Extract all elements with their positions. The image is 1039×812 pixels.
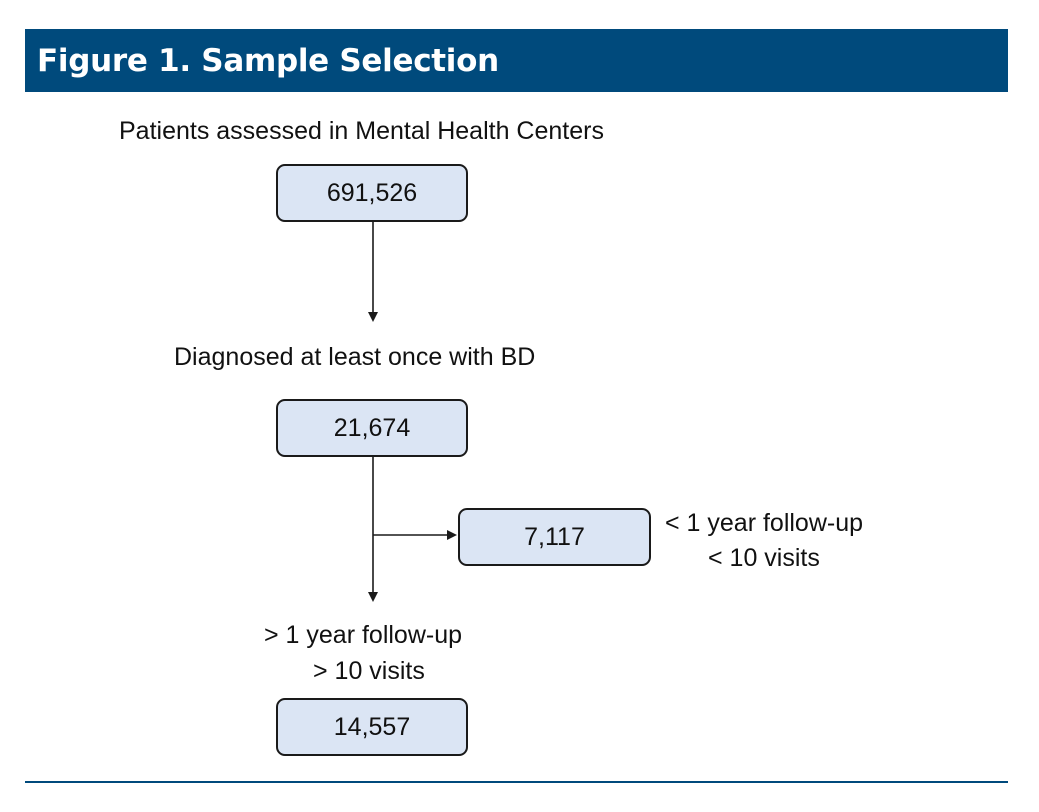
arrowhead-right-excluded xyxy=(447,530,457,540)
step1-label: Patients assessed in Mental Health Cente… xyxy=(119,117,604,145)
excluded-criteria-followup: < 1 year follow-up xyxy=(665,509,864,537)
arrowhead-down-step2 xyxy=(368,312,378,322)
bottom-divider xyxy=(25,781,1008,783)
excluded-count: 7,117 xyxy=(524,522,585,551)
step2-count-box: 21,674 xyxy=(276,399,468,457)
excluded-count-box: 7,117 xyxy=(458,508,651,566)
excluded-criteria-visits: < 10 visits xyxy=(708,544,820,572)
step1-count-box: 691,526 xyxy=(276,164,468,222)
step2-label: Diagnosed at least once with BD xyxy=(174,343,536,371)
figure-title-bar: Figure 1. Sample Selection xyxy=(25,29,1008,92)
step3-criteria-followup: > 1 year follow-up xyxy=(264,621,463,649)
step3-criteria-visits: > 10 visits xyxy=(313,657,425,685)
arrowhead-down-step3 xyxy=(368,592,378,602)
figure-title: Figure 1. Sample Selection xyxy=(37,42,499,79)
step1-count: 691,526 xyxy=(326,178,418,207)
step3-count-box: 14,557 xyxy=(276,698,468,756)
step3-count: 14,557 xyxy=(333,712,411,741)
step2-count: 21,674 xyxy=(333,413,411,442)
